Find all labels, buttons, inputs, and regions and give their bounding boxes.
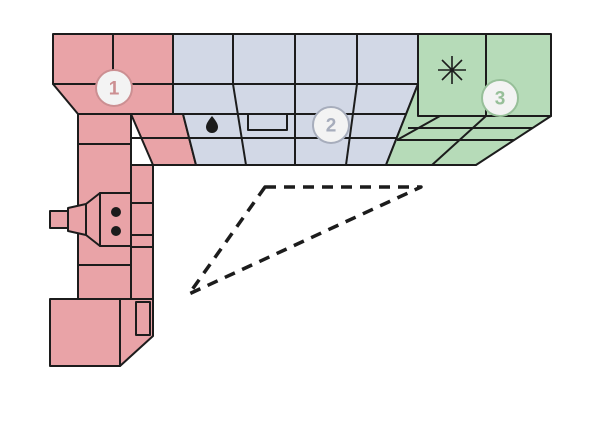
hob-unit-front	[130, 202, 154, 236]
range-hood-vent	[49, 210, 69, 229]
zone-1-badge-circle	[95, 69, 133, 107]
zone-3-badge: 3	[481, 79, 519, 117]
water-drop-icon	[206, 116, 218, 133]
zone-3-base-divider	[396, 115, 441, 141]
range-hood-icon	[49, 192, 101, 247]
snowflake-icon	[438, 56, 466, 84]
hob-burners-icon	[111, 207, 121, 236]
zone-3-fridge	[385, 33, 552, 166]
hob-burner-icon	[111, 226, 121, 236]
zone-3-badge-circle	[481, 79, 519, 117]
hob-burner-icon	[111, 207, 121, 217]
sink-icon	[247, 114, 288, 131]
work-triangle	[187, 185, 423, 296]
zone-2-base-divider	[232, 83, 247, 166]
zone-1-badge: 1	[95, 69, 133, 107]
zone-2-badge: 2	[312, 106, 350, 144]
zone-2-badge-circle	[312, 106, 350, 144]
sink-basin	[247, 114, 288, 131]
zone-3-label: 3	[495, 89, 506, 110]
zone-1-label: 1	[109, 79, 120, 100]
zone-1-tall-unit-handle	[135, 301, 151, 336]
snowflake-arm	[441, 59, 463, 81]
zone-2-base-divider	[345, 83, 358, 166]
zone-3-base-divider	[431, 115, 487, 166]
zone-2-sink	[172, 33, 419, 166]
hob-unit	[99, 192, 132, 247]
zone-2-label: 2	[326, 116, 337, 137]
zone-1-tall-unit	[49, 298, 121, 367]
